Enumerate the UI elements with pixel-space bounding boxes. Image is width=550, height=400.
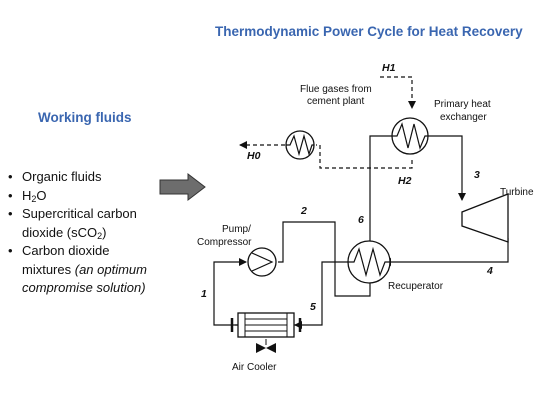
working-fluids-list: • Organic fluids • H2O • Supercritical carb… (8, 168, 183, 298)
pump-compressor (247, 247, 277, 277)
turbine-label: Turbine (500, 187, 534, 198)
recuperator (347, 240, 391, 284)
stream-2-line (278, 221, 371, 297)
process-lines (213, 135, 509, 329)
flue-gases-label-line2: cement plant (307, 96, 364, 107)
recuperator-label: Recuperator (388, 281, 444, 292)
fluid-item-sco2: • Supercritical carbon dioxide (sCO2) (8, 205, 183, 242)
stream-1-line (213, 258, 247, 326)
flue-gas-cooler (285, 130, 315, 160)
stream-3-label: 3 (474, 169, 480, 181)
stream-h2-line (316, 144, 413, 169)
air-cooler (230, 312, 302, 353)
fluid-water-text: H2O (22, 187, 47, 204)
fluid-item-co2-mixtures: • Carbon dioxide mixtures (an optimum com… (8, 242, 183, 298)
turbine (461, 193, 509, 243)
primary-hx-label-line1: Primary heat (434, 99, 491, 110)
fluid-item-organic: • Organic fluids (8, 168, 183, 187)
primary-hx-label-line2: exchanger (440, 112, 487, 123)
stream-h0-label: H0 (247, 150, 261, 162)
stream-2-label: 2 (300, 205, 307, 217)
pump-label-line2: Compressor (197, 237, 252, 248)
flue-gases-label-line1: Flue gases from (300, 84, 372, 95)
stream-h1-label: H1 (382, 62, 396, 74)
stream-1-label: 1 (201, 288, 207, 300)
stream-h2-label: H2 (398, 175, 412, 187)
primary-heat-exchanger (391, 117, 429, 155)
stream-h1-line (380, 76, 416, 109)
stream-4-label: 4 (486, 265, 493, 277)
fluid-mix-line1: Carbon dioxide (22, 243, 110, 258)
flue-gas-lines (239, 76, 416, 169)
pump-label-line1: Pump/ (222, 224, 251, 235)
pump-icon (251, 252, 274, 272)
hx-coil-icon (392, 122, 428, 150)
working-fluids-heading: Working fluids (38, 110, 132, 125)
fluid-organic-text: Organic fluids (22, 169, 102, 184)
air-cooler-label: Air Cooler (232, 362, 277, 373)
fluid-sco2-line1: Supercritical carbon (22, 206, 137, 221)
stream-3-line (428, 135, 466, 201)
fluid-item-water: • H2O (8, 187, 183, 206)
stream-5-line (294, 261, 360, 329)
stream-5-label: 5 (310, 301, 316, 313)
bullet-icon: • (8, 169, 13, 184)
diagram-title: Thermodynamic Power Cycle for Heat Recov… (215, 24, 523, 39)
bullet-icon: • (8, 187, 13, 203)
fluid-mix-line2: mixtures (an optimum (22, 261, 147, 277)
stream-6-line (369, 135, 392, 241)
cooler-coil-icon (286, 133, 314, 157)
recuperator-coil-icon (348, 246, 390, 278)
fluid-mix-line3: compromise solution) (22, 280, 146, 295)
stream-4-line (383, 238, 509, 266)
big-arrow-icon (159, 172, 206, 202)
bullet-icon: • (8, 243, 13, 258)
bullet-icon: • (8, 206, 13, 221)
fluid-sco2-line2: dioxide (sCO2) (22, 224, 107, 241)
turbine-icon (461, 193, 509, 243)
fan-icon (256, 343, 276, 353)
stream-6-label: 6 (358, 214, 364, 226)
